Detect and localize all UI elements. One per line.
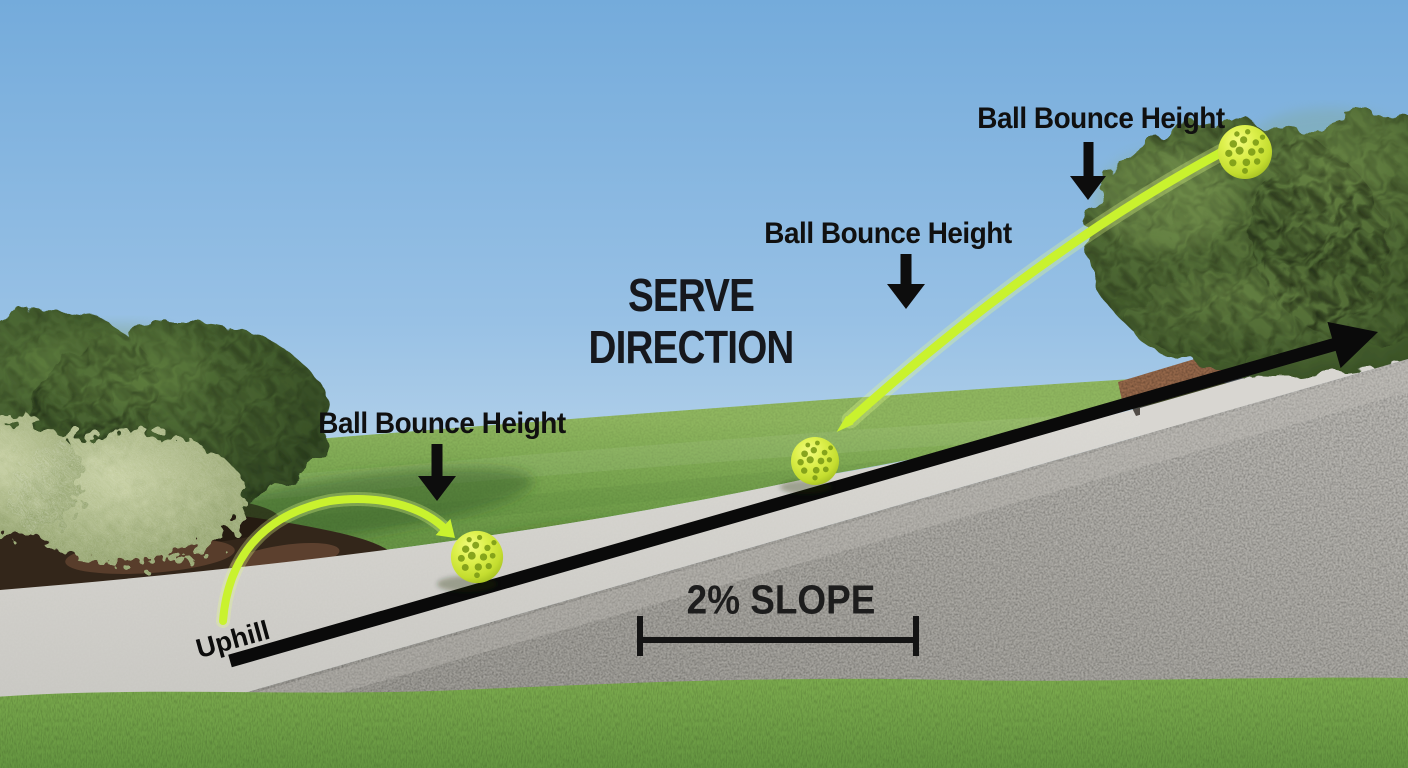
down-arrow-icon	[418, 444, 456, 501]
ball-bounce-height-label-left: Ball Bounce Height	[318, 407, 566, 440]
down-arrow-icon	[1070, 142, 1106, 200]
down-arrow-icon	[887, 254, 925, 309]
bounce-arc-icon	[216, 492, 455, 628]
left-bushes	[0, 310, 330, 563]
measurement-bracket-icon	[637, 616, 919, 656]
pickleball-icon	[1218, 125, 1272, 179]
ornamental-grasses	[0, 417, 246, 563]
slope-percentage-label: 2% SLOPE	[686, 576, 876, 623]
gravel-slope	[0, 359, 1408, 768]
ball-bounce-height-label-top: Ball Bounce Height	[977, 102, 1225, 135]
ball-bounce-height-label-middle: Ball Bounce Height	[764, 217, 1012, 250]
right-bush	[1087, 108, 1408, 376]
pickleball-icon	[450, 530, 504, 584]
serve-direction-arrow	[228, 321, 1378, 668]
walkway-path	[0, 330, 1408, 745]
foreground-lawn	[0, 677, 1408, 768]
pickleball-icon	[791, 437, 839, 485]
serve-trajectory-arc	[836, 143, 1231, 432]
serve-direction-label: SERVE DIRECTION	[588, 269, 795, 373]
